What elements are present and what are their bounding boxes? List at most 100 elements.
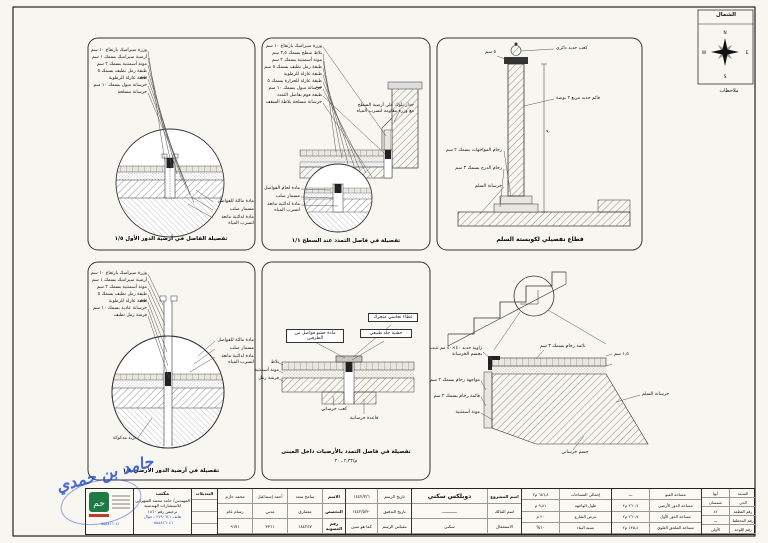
office-phone: هاتف ٢٢٩٠٦٤١ ـ جوال ٠٥٥٥٨١٦٠٤١ [143, 514, 182, 525]
area-value: ٩,٨١ م [522, 500, 559, 512]
owner-name: ــــــــــــ [412, 504, 487, 519]
date-label: تاريخ التدقيق [377, 504, 411, 519]
office-line2: المهندس/ حامد محمد الشهراني [135, 497, 190, 503]
area-label: طول الواجهة [559, 500, 611, 512]
p2-layer-label: طبقة رمل نظيف بسمك ٥ سم [264, 65, 322, 70]
p4-side-label: مسمار صلب [229, 346, 254, 351]
p2-layer-label: خرسانة مسلحة بلاطة السقف [265, 100, 322, 105]
sheet-border [12, 6, 756, 537]
areas-table-right: مساحة القبو ـــ مساحة الدور الأرضي ٢٦٠,٧… [611, 489, 701, 534]
use-value: سكني [412, 519, 487, 534]
personnel-specialty: رسام عام [218, 504, 252, 519]
p6-dimension: ١,٥ سم [614, 352, 629, 357]
p3-dimension-cap: ٥ سم [485, 50, 496, 55]
office-cell: مكتب المهندس/ حامد محمد الشهراني للاستشا… [133, 489, 191, 534]
p5-boxed-label: حشية جلد طبيعي [360, 329, 412, 338]
area-value: ١٣٥,٤ م٢ [612, 523, 649, 534]
panel1-border [87, 37, 256, 251]
area-label: مساحة الملحق العلوي [649, 522, 701, 534]
personnel-name: سامح سعد [287, 489, 322, 504]
personnel-number: ١٨٤٢٤٧ [287, 519, 322, 534]
compass-n: N [723, 30, 726, 36]
p5-boxed-label: مادة حشو فواصل من الطرفين [286, 329, 344, 343]
scale-value: كما هو مبين [346, 519, 377, 534]
p1-layer-label: خرسانة ميول بسمك ١٠ سم [93, 83, 147, 88]
site-label: رقم القطعة [729, 507, 756, 516]
revisions-cell: التعديلات [191, 489, 217, 534]
site-info-table: المدينة أبها الحي شمسان رقم القطعة ٤٢ رق… [701, 489, 756, 534]
owner-label: اسم المالك [487, 504, 521, 519]
p4-side-label: مادة لدائنية مانعة لتسرب المياه [221, 354, 254, 365]
notes-label: ملاحظات [719, 88, 739, 94]
area-label: إجمالي المساحات [559, 489, 611, 501]
area-label: مساحة القبو [649, 489, 701, 501]
p6-label: مواجهة رخام بسمك ٢ سم [430, 378, 480, 383]
p3-post-label: قائم حديد مربع ٢ بوصة [556, 96, 600, 101]
stamp-phone: ٠٥٥٥٨١٦٠٤١ [99, 521, 120, 526]
p5-scale-ref: م/٢,٣٣ ـ ٢٠ [334, 459, 358, 464]
project-name-label: اسم المشروع [487, 489, 521, 504]
area-value: ٢٠ م [522, 512, 559, 523]
date-value: ١٤٤٢/٢/٦ [346, 489, 377, 504]
p3-left-label: رخام المواجهات بسمك ٢ سم [445, 148, 502, 153]
p6-label: قائمة رخام بسمك ٢ سم [433, 394, 480, 399]
p1-layer-label: طبقة عازلة للرطوبة [108, 76, 147, 81]
compass-rose: N W E S [697, 9, 754, 85]
dates-table: تاريخ الرسم ١٤٤٢/٢/٦ تاريخ التدقيق ١٤٤٢/… [345, 489, 411, 534]
areas-table-left: إجمالي المساحات ٦٥٦,٨ م٢ طول الواجهة ٩,٨… [521, 489, 611, 534]
site-value: أبها [702, 489, 729, 498]
area-label: عرض الشارع [559, 511, 611, 523]
p2-layer-label: بلاط سطح بسمك ٢,٥ سم [272, 51, 322, 56]
personnel-header-number: رقم العضوية [322, 519, 345, 534]
personnel-number: ٣٣٦١ [252, 519, 287, 534]
p4-layer-label: مونة أسمنتية بسمك ٢ سم [96, 285, 147, 290]
panel4-border [87, 261, 256, 481]
site-value: الأولى [702, 525, 729, 534]
p1-caption: تفصيلة الفاصل في أرضية الدور الأول ١/٥ [114, 236, 228, 242]
area-label: نسبة البناء [559, 522, 611, 534]
area-value: ٦٥٦,٨ م٢ [522, 489, 559, 501]
p2-layer-label: وزرة سيراميك بارتفاع ١٠ سم [265, 44, 322, 49]
p6-label: زاوية حديد ٤٠×٤٠ مم تثبت بجسم الخرسانة [429, 346, 482, 357]
personnel-name: محمد حازم [218, 489, 252, 504]
site-label: المدينة [729, 489, 756, 498]
site-label: رقم اللوحة [729, 525, 756, 534]
p6-label: نائمة رخام بسمك ٣ سم [540, 344, 586, 349]
p1-side-label: مادة مالئة للفواصل [217, 199, 254, 204]
use-label: الاستعمال [487, 519, 521, 534]
p3-left-label: خرسانة السلم [474, 184, 502, 189]
p6-label: خرسانة السلم [642, 392, 670, 397]
date-label: تاريخ الرسم [377, 489, 411, 504]
p3-drawing [457, 42, 631, 227]
personnel-header-name: الاسم [322, 489, 345, 504]
p5-bottom-label: كعب خرساني [320, 407, 348, 412]
p1-layer-label: خرسانة مسلحة [117, 90, 147, 95]
panel2-border [261, 37, 431, 251]
p4-drawing [111, 273, 225, 449]
office-logo: حم [88, 492, 130, 517]
p2-note-line2: مع وزرة مقاومة لتسرب المياه [356, 109, 414, 114]
area-value: ٦٠% [522, 523, 559, 534]
area-value: ـــ [612, 489, 649, 501]
p5-caption: تفصيلة في فاصل التمدد بالأرضيات داخل الم… [281, 449, 411, 455]
scale-label: مقياس الرسم [377, 519, 411, 534]
office-line3: للاستشارات الهندسية [144, 503, 181, 509]
p1-layer-label: أرضية سيراميك بسمك ١ سم [91, 55, 147, 60]
p2-note-line1: جدار بلوك على أرضية السطح [357, 103, 414, 108]
compass-s: S [724, 74, 727, 80]
site-label: رقم المخطط [729, 516, 756, 525]
p4-layer-label: وزرة سيراميك بارتفاع ١٠ سم [90, 271, 147, 276]
p5-left-label: بلاط [270, 360, 279, 365]
p6-label: جسم خرساني [561, 450, 589, 455]
panel3-border [436, 37, 643, 251]
revision-row [192, 512, 217, 524]
p4-layer-label: طبقة عازلة للرطوبة [108, 299, 147, 304]
p3-top-label: كعب حديد دائري [556, 46, 588, 51]
site-label: الحي [729, 498, 756, 507]
p2-side-label: مادة لحام الفواصل [264, 186, 300, 191]
p2-drawing [299, 46, 423, 233]
date-value: ١٤٤٢/٥/٣٠ [346, 504, 377, 519]
p6-drawing [447, 271, 649, 451]
p3-caption: قطاع تفصيلي لكوبستة السلم [496, 236, 584, 243]
